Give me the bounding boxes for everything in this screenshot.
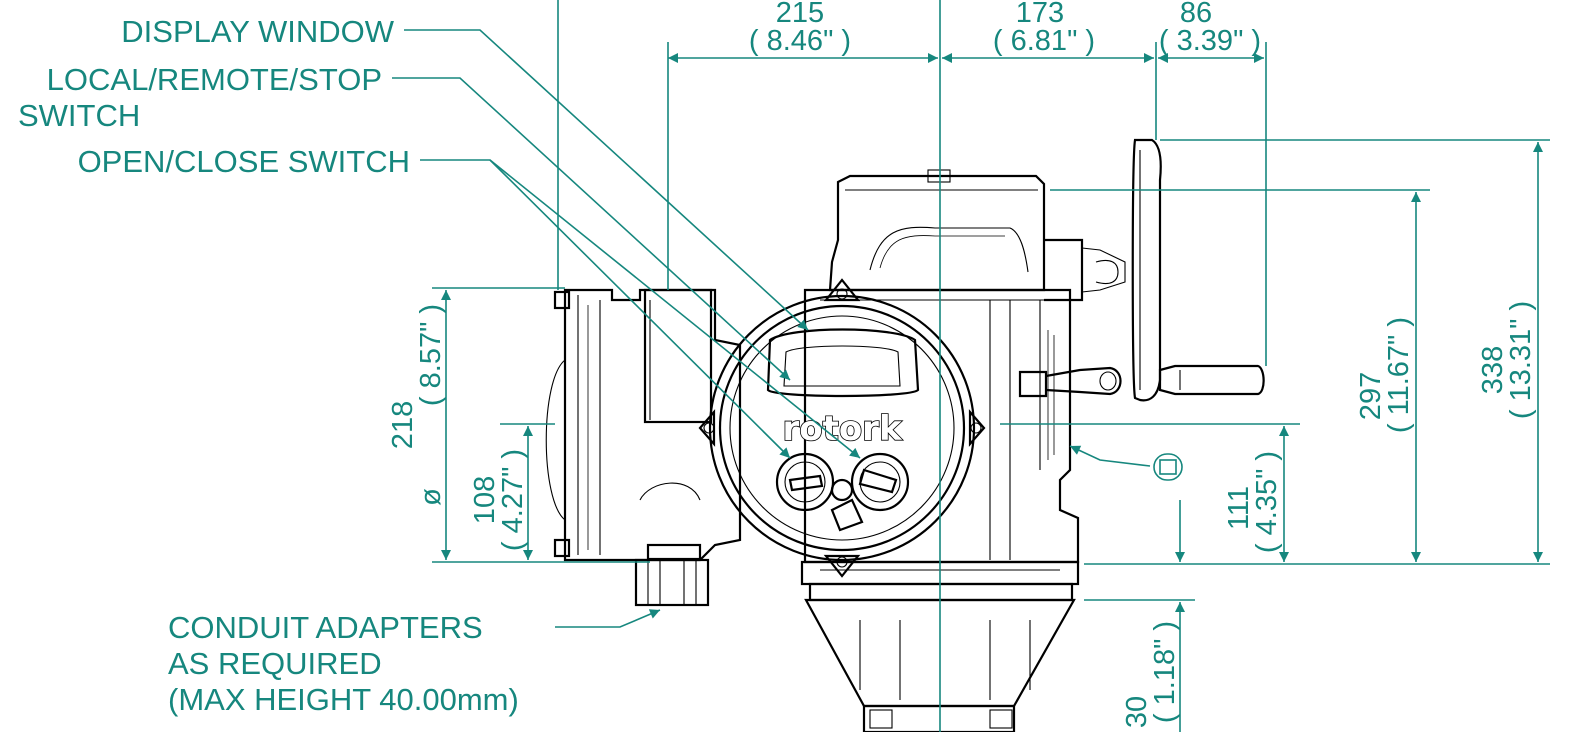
dim-111-inch: ( 4.35" ) [1251,451,1283,553]
open-close-knob[interactable] [850,452,910,512]
dim-108-inch: ( 4.27" ) [497,449,529,551]
dim-338-value: 338 [1477,346,1509,394]
local-remote-stop-knob[interactable] [775,452,835,512]
dim-30-inch: ( 1.18" ) [1149,621,1181,723]
callout-conduit-line3: (MAX HEIGHT 40.00mm) [168,682,519,717]
dim-215-value: 215 [776,0,824,29]
callout-local-remote-stop-line2: SWITCH [18,98,140,133]
dim-111-value: 111 [1223,486,1255,530]
dim-86-value: 86 [1180,0,1212,29]
dim-173-inch: ( 6.81" ) [993,25,1095,57]
dim-338-inch: ( 13.31" ) [1505,301,1537,419]
callout-conduit-line2: AS REQUIRED [168,646,382,681]
dim-30-value: 30 [1121,696,1153,728]
dim-86-inch: ( 3.39" ) [1159,25,1261,57]
dim-215-inch: ( 8.46" ) [749,25,851,57]
rotork-logo: rotork [782,409,903,449]
dim-vertical-right [1000,139,1550,732]
callout-leaders [392,29,1183,628]
dim-horizontal-extensions [667,42,1267,366]
dim-218-value: 218 [387,401,419,449]
centerline [557,0,941,732]
dim-297-value: 297 [1355,372,1387,420]
callout-open-close-switch: OPEN/CLOSE SWITCH [78,144,410,179]
callout-conduit-line1: CONDUIT ADAPTERS [168,610,483,645]
dim-218-prefix: ø [415,488,447,506]
dim-vertical-left [432,287,650,563]
callout-display-window: DISPLAY WINDOW [121,14,394,49]
dim-297-inch: ( 11.67" ) [1383,317,1415,433]
dim-173-value: 173 [1016,0,1064,29]
dim-218-inch: ( 8.57" ) [415,304,447,406]
callout-local-remote-stop: LOCAL/REMOTE/STOP [47,62,382,97]
dim-108-value: 108 [469,476,501,524]
